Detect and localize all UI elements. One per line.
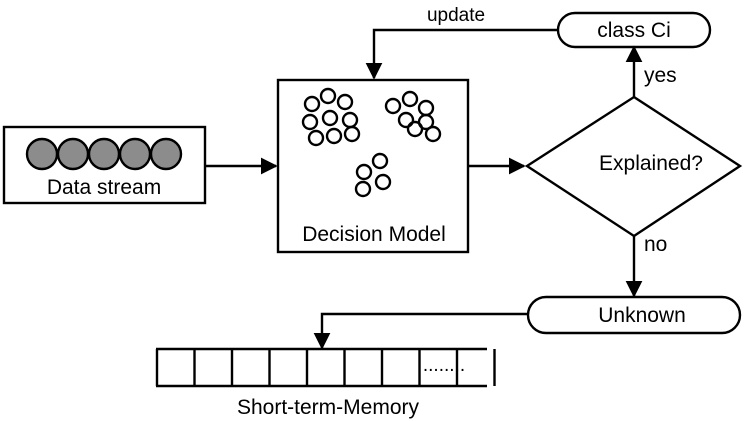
cluster-left [301,87,361,147]
explained-decision-node: Explained? [524,95,743,238]
yes-label: yes [644,64,677,87]
cluster-point [321,109,339,127]
data-stream-item [25,137,59,171]
cluster-point [397,111,415,129]
cluster-point [341,111,359,129]
short-term-memory-label: Short-term-Memory [237,396,420,419]
decision-model-node: Decision Model [276,78,470,254]
data-stream-item [149,137,183,171]
data-stream-label: Data stream [47,176,161,199]
explained-label: Explained? [599,152,703,175]
memory-ellipsis: ........ [423,355,465,376]
cluster-point [417,99,435,117]
data-stream-item [118,137,152,171]
decision-model-label: Decision Model [302,223,446,246]
cluster-point [336,93,354,111]
cluster-point [417,113,435,131]
data-stream-item [56,137,90,171]
cluster-point [303,95,321,113]
cluster-point [401,90,419,108]
class-ci-node: class Ci [556,11,712,49]
cluster-point [355,163,373,181]
data-stream-items [25,137,183,171]
cluster-right [384,90,442,143]
cluster-point [301,113,319,131]
cluster-point [424,125,442,143]
cluster-point [307,129,325,147]
data-stream-node: Data stream [2,125,207,205]
cluster-point [374,173,392,191]
cluster-point [354,180,372,198]
arrow-update [365,28,558,80]
short-term-memory-node: ........ Short-term-Memory [155,347,496,419]
no-label: no [644,233,667,256]
cluster-point [384,97,402,115]
unknown-label: Unknown [598,304,686,327]
cluster-point [371,152,389,170]
data-stream-item [87,137,121,171]
cluster-point [343,125,361,143]
cluster-bottom [354,152,392,198]
cluster-point [319,87,337,105]
unknown-node: Unknown [526,295,742,335]
class-ci-label: class Ci [597,19,671,42]
arrow-unknown-to-memory [313,312,528,350]
cluster-point [325,127,343,145]
memory-cells [155,349,496,386]
update-label: update [427,5,485,26]
